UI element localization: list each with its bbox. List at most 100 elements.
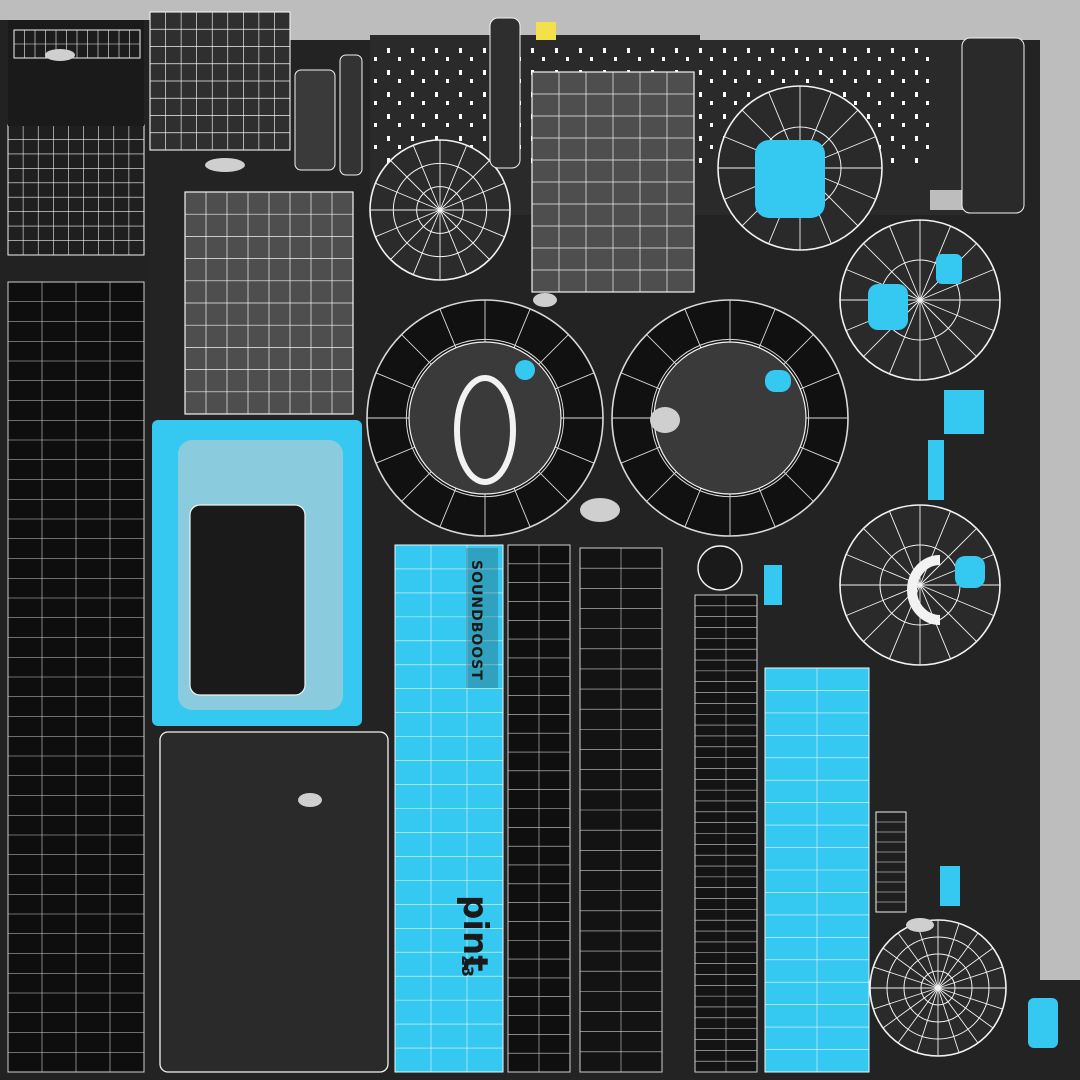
round-island-right-low-spoke	[919, 510, 952, 586]
round-island-right-mid-spoke	[863, 243, 921, 301]
blue-dot-wheel-right	[765, 370, 791, 392]
cap-panel-left	[7, 124, 145, 256]
light-patch-4	[650, 407, 680, 433]
round-island-right-low-spoke	[845, 553, 921, 586]
round-island-right-mid-spoke	[888, 225, 921, 301]
side-bar-c	[489, 17, 521, 169]
blue-small-tab	[764, 565, 782, 605]
wheel-top-center-spoke	[439, 145, 468, 211]
wheel-left-oval	[454, 375, 516, 485]
round-island-right-bottom-spoke	[937, 947, 994, 989]
misc-islands	[8, 17, 1025, 1073]
round-island-right-bottom-spoke	[937, 923, 960, 989]
round-island-right-mid-spoke	[919, 225, 952, 301]
light-patch-3	[580, 498, 620, 522]
light-patch-0	[205, 158, 245, 172]
gray-panel-top	[531, 71, 695, 293]
wheel-top-center-spoke	[439, 209, 490, 260]
grid-panels	[7, 11, 907, 1073]
round-island-right-bottom-spoke	[897, 987, 939, 1044]
strip-lettering: SOUNDBOOST	[468, 560, 484, 681]
round-island-right-bottom-spoke	[873, 966, 939, 989]
side-bar-b	[339, 54, 363, 176]
round-island-right-bottom-spoke	[873, 987, 939, 1010]
wheel-top-center-spoke	[439, 209, 505, 238]
round-island-right-low-spoke	[919, 584, 995, 617]
round-island-right-mid-spoke	[919, 299, 995, 332]
blue-strip-lettered	[394, 544, 504, 1073]
gray-panel-left	[184, 191, 354, 415]
wheel-top-center-spoke	[390, 209, 441, 260]
right-tall-bar	[961, 37, 1025, 214]
black-strip-c	[694, 594, 758, 1073]
gray-gap-top	[700, 0, 1080, 40]
wheel-top-center-spoke	[439, 160, 490, 211]
brand-suffix-group: Σ3	[458, 955, 477, 977]
blue-patch-right-bottom-b	[940, 866, 960, 906]
round-island-right-mid	[839, 219, 1001, 381]
blue-patch-right-mid-d	[928, 440, 944, 500]
brand-suffix: Σ3	[458, 955, 477, 977]
round-island-right-low-spoke	[919, 584, 977, 642]
round-island-right-bottom-spoke	[882, 987, 939, 1029]
blue-patch-right-low	[955, 556, 985, 588]
blue-patch-right-mid-c	[944, 390, 984, 434]
speaker-circles	[189, 85, 1007, 1057]
wheel-top-center-spoke	[390, 160, 441, 211]
wheel-left-hub	[408, 341, 562, 495]
cap-panel-left-frame	[7, 124, 145, 256]
c-shape-handle	[907, 555, 941, 625]
round-island-right-bottom-spoke	[937, 987, 994, 1029]
round-island-right-bottom-spoke	[937, 932, 979, 989]
light-patch-5	[906, 918, 934, 932]
gray-gap-mid	[930, 190, 970, 210]
gray-gap-right	[1040, 0, 1080, 980]
light-patch-2	[533, 293, 557, 307]
brand-mark: pint	[455, 895, 495, 971]
black-strip-a	[507, 544, 571, 1073]
round-island-right-bottom-spoke	[916, 987, 939, 1053]
wheel-top-center-spoke	[412, 209, 441, 275]
wheel-top-center	[369, 139, 511, 281]
blue-strip-right	[764, 667, 870, 1073]
yellow-mark	[536, 22, 556, 40]
round-island-right-mid-spoke	[919, 299, 952, 375]
blue-patch-right-top	[755, 140, 825, 218]
ring-small	[697, 545, 743, 591]
strip-lettering-group: SOUNDBOOST	[468, 560, 484, 681]
speaker-panel-bottom	[159, 731, 389, 1073]
brand-mark-group: pint	[455, 895, 495, 971]
blue-dot-wheel-left	[515, 360, 535, 380]
round-island-right-bottom-spoke	[937, 987, 960, 1053]
round-island-right-bottom-spoke	[937, 966, 1003, 989]
wheel-top-center-spoke	[412, 145, 441, 211]
round-island-right-bottom-spoke	[937, 987, 979, 1044]
round-island-right-mid-spoke	[919, 268, 995, 301]
blue-patch-right-mid	[868, 284, 908, 330]
wheel-top-center-spoke	[375, 182, 441, 211]
side-bar-a	[294, 69, 336, 171]
round-island-right-bottom	[869, 919, 1007, 1057]
light-patch-6	[298, 793, 322, 807]
round-island-right-low-spoke	[919, 528, 977, 586]
round-island-right-low	[839, 504, 1001, 666]
light-patch-1	[45, 49, 75, 61]
left-strip-grid	[7, 281, 145, 1073]
top-left-arch-grid	[13, 29, 141, 59]
round-island-right-mid-spoke	[919, 299, 977, 357]
wheel-top-center-spoke	[439, 182, 505, 211]
blue-patch-right-mid-b	[936, 254, 962, 284]
round-island-right-bottom-spoke	[937, 987, 1003, 1010]
right-ladder	[875, 811, 907, 913]
blue-patch-bottom-right	[1028, 998, 1058, 1048]
wheel-top-center-spoke	[439, 209, 468, 275]
round-island-right-mid-spoke	[888, 299, 921, 375]
blue-strip-shadow	[466, 548, 498, 688]
round-island-right-bottom-spoke	[897, 932, 939, 989]
cap-panel-topright	[149, 11, 291, 151]
component-black-block	[189, 504, 306, 696]
round-island-right-bottom-spoke	[882, 947, 939, 989]
black-strip-b	[579, 547, 663, 1073]
